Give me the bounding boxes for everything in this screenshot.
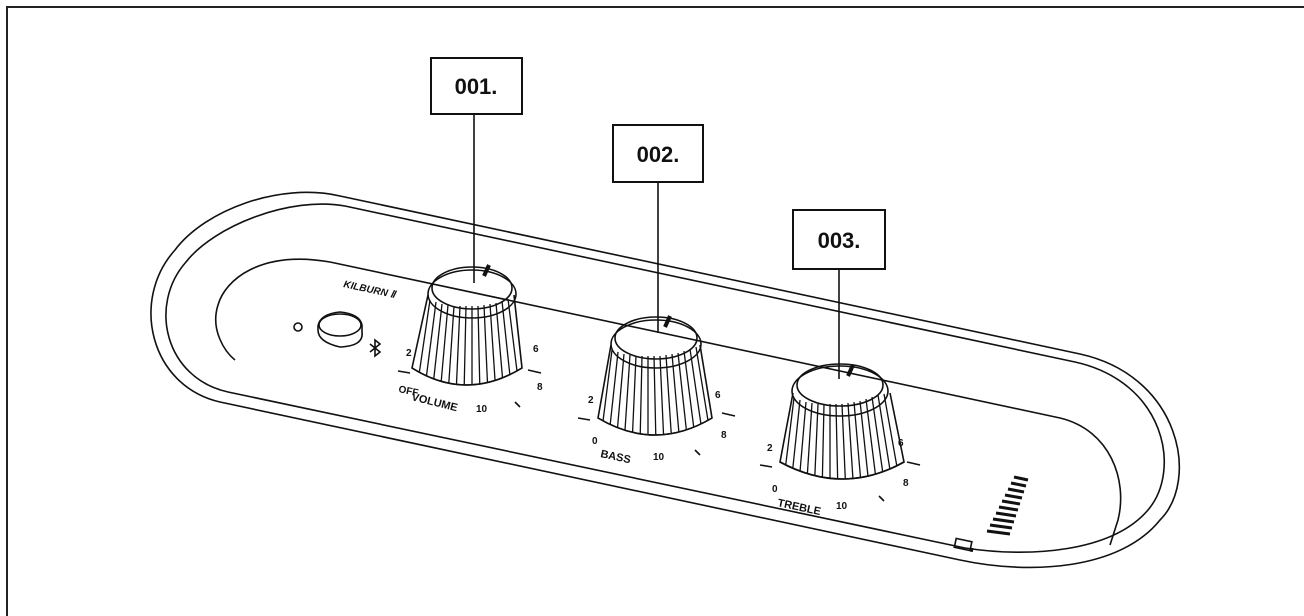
- treble-label: TREBLE: [776, 497, 822, 518]
- bass-label: BASS: [599, 448, 631, 466]
- power-button-icon[interactable]: [317, 311, 363, 348]
- callout-002-label: 002.: [637, 142, 680, 167]
- bass-knob[interactable]: [597, 315, 713, 445]
- volume-tick-6: 6: [533, 344, 539, 355]
- volume-knob[interactable]: [411, 264, 523, 395]
- battery-level-bars-icon: [986, 475, 1029, 536]
- bass-indicator: [663, 315, 672, 328]
- figure-frame: [6, 6, 1304, 616]
- treble-tick-0: 0: [772, 484, 778, 495]
- treble-tick-10: 10: [836, 501, 848, 512]
- callout-001-label: 001.: [455, 74, 498, 99]
- bass-tick-10: 10: [653, 452, 665, 463]
- panel-outline: [150, 191, 1181, 569]
- callout-003: 003.: [792, 209, 886, 379]
- volume-tick-off: OFF: [397, 384, 419, 399]
- status-led-icon: [293, 322, 303, 332]
- treble-knob[interactable]: [779, 363, 905, 495]
- volume-tick-10: 10: [476, 404, 488, 415]
- callout-001: 001.: [430, 57, 523, 283]
- brand-label: KILBURN Ⅱ: [342, 279, 398, 301]
- bass-tick-0: 0: [592, 436, 598, 447]
- bluetooth-icon: [369, 338, 382, 358]
- bass-tick-6: 6: [715, 390, 721, 401]
- battery-icon: [953, 537, 974, 553]
- volume-indicator: [482, 264, 491, 277]
- volume-tick-8: 8: [537, 382, 543, 393]
- bass-tick-2: 2: [588, 395, 594, 406]
- treble-tick-8: 8: [903, 478, 909, 489]
- treble-tick-2: 2: [767, 443, 773, 454]
- volume-tick-2: 2: [406, 348, 412, 359]
- volume-label: VOLUME: [410, 391, 459, 414]
- callout-002: 002.: [612, 124, 704, 333]
- treble-indicator: [846, 364, 855, 377]
- treble-scale: 0 2 6 8 10 TREBLE: [759, 438, 921, 518]
- treble-tick-6: 6: [898, 438, 904, 449]
- callout-003-label: 003.: [818, 228, 861, 253]
- bass-tick-8: 8: [721, 430, 727, 441]
